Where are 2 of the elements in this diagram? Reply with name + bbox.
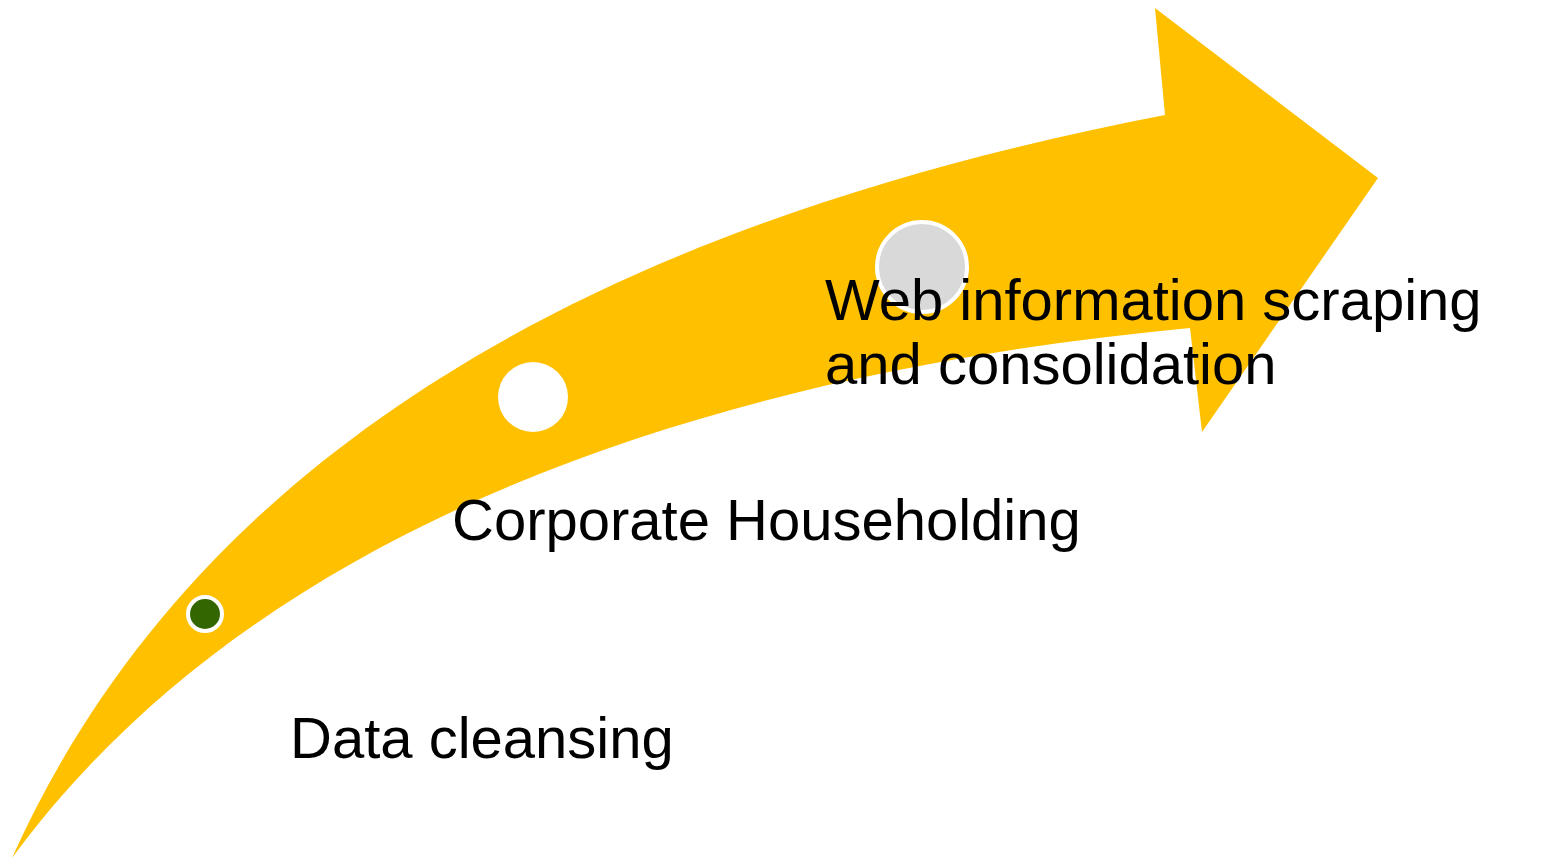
step-label: Corporate Householding	[452, 488, 1082, 552]
step-label: Data cleansing	[290, 706, 675, 770]
